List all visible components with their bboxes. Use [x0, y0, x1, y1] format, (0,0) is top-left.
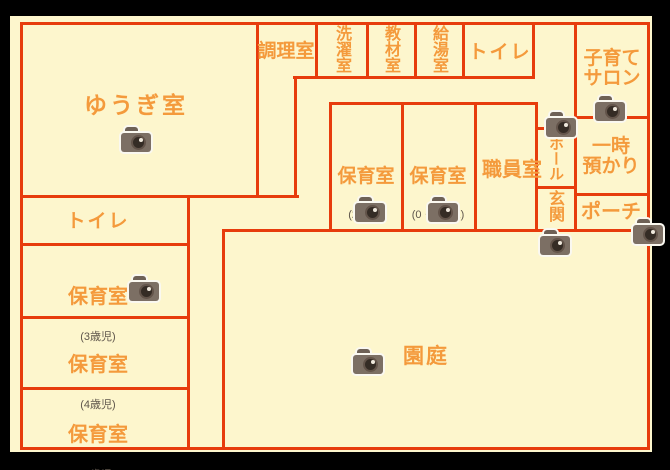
wall-segment	[222, 229, 225, 450]
wall-segment	[20, 387, 190, 390]
wall-segment	[574, 193, 650, 196]
wall-segment	[187, 195, 190, 450]
camera-hump	[357, 349, 370, 359]
camera-hump	[125, 127, 138, 137]
room-name: 保育室	[68, 286, 128, 308]
camera-glint	[446, 208, 450, 212]
camera-icon-genkan[interactable]	[540, 230, 570, 255]
camera-glint	[139, 138, 143, 142]
camera-hump	[359, 197, 372, 207]
camera-icon-kosodate-salon[interactable]	[595, 96, 625, 121]
camera-lens-inner	[645, 229, 656, 240]
camera-hump	[544, 230, 557, 240]
room-name: 保育室	[409, 165, 467, 187]
camera-lens-inner	[607, 106, 618, 117]
camera-glint	[564, 123, 568, 127]
room-age-group: (4歳児)	[80, 399, 116, 411]
room-label-hoiku-5: 保育室 (5歳児)	[38, 404, 158, 470]
camera-lens-inner	[552, 240, 563, 251]
camera-icon-yugi[interactable]	[121, 127, 151, 152]
room-name: 保育室	[337, 165, 395, 187]
wall-segment	[20, 316, 190, 319]
room-label-entei: 園庭	[403, 345, 449, 368]
camera-hump	[637, 219, 650, 229]
room-age-group: (3歳児)	[80, 331, 116, 343]
wall-segment	[535, 102, 538, 232]
wall-segment	[20, 447, 650, 450]
wall-segment	[20, 22, 23, 450]
wall-segment	[366, 22, 369, 79]
camera-hump	[133, 276, 146, 286]
wall-segment	[414, 22, 417, 79]
wall-segment	[294, 76, 297, 198]
room-label-kyuto: 給湯室	[430, 25, 447, 73]
room-label-hoiku-01: 保育室 (0・1歳児)	[403, 147, 473, 241]
room-label-chori: 調理室	[257, 41, 315, 62]
camera-hump	[432, 197, 445, 207]
wall-segment	[20, 195, 299, 198]
wall-segment	[532, 22, 535, 79]
room-name: 保育室	[68, 354, 128, 376]
wall-segment	[20, 243, 190, 246]
camera-glint	[147, 287, 151, 291]
wall-segment	[474, 102, 477, 232]
room-label-toilet-left: トイレ	[66, 211, 130, 232]
room-label-kosodate-salon: 子育て サロン	[583, 48, 641, 89]
camera-glint	[651, 230, 655, 234]
wall-segment	[535, 186, 577, 189]
wall-segment	[329, 102, 538, 105]
camera-icon-hoiku-01[interactable]	[428, 197, 458, 222]
wall-segment	[256, 22, 259, 198]
room-label-kyozai: 教材室	[382, 25, 399, 73]
camera-icon-hoiku-3[interactable]	[129, 276, 159, 301]
camera-lens-inner	[367, 207, 378, 218]
wall-segment	[315, 22, 318, 79]
room-label-shokuin: 職員室	[482, 159, 542, 181]
room-label-hoiku-4: 保育室 (4歳児)	[38, 334, 158, 433]
camera-hump	[550, 112, 563, 122]
wall-segment	[329, 102, 332, 232]
room-label-hoiku-2: 保育室 (2歳児)	[331, 147, 401, 241]
wall-segment	[462, 22, 465, 79]
camera-lens-inner	[141, 286, 152, 297]
camera-glint	[558, 241, 562, 245]
camera-glint	[371, 360, 375, 364]
room-label-genkan: 玄関	[546, 190, 563, 222]
room-label-yugi: ゆうぎ室	[84, 92, 188, 118]
camera-icon-porch[interactable]	[633, 219, 663, 244]
camera-lens-inner	[133, 137, 144, 148]
camera-glint	[613, 107, 617, 111]
camera-hump	[599, 96, 612, 106]
room-label-porch: ポーチ	[581, 201, 641, 223]
camera-lens-inner	[440, 207, 451, 218]
camera-lens-inner	[365, 359, 376, 370]
room-name: 保育室	[68, 424, 128, 446]
camera-icon-entei[interactable]	[353, 349, 383, 374]
wall-segment	[401, 102, 404, 232]
room-label-hall: ホール	[547, 136, 564, 181]
camera-glint	[373, 208, 377, 212]
camera-icon-hall[interactable]	[546, 112, 576, 137]
wall-segment	[20, 22, 650, 25]
wall-segment	[293, 76, 535, 79]
room-label-hoiku-3: 保育室 (3歳児)	[38, 266, 158, 365]
camera-lens-inner	[558, 122, 569, 133]
room-label-ichiji-azukari: 一時 預かり	[582, 136, 640, 177]
room-label-toilet-top: トイレ	[468, 42, 532, 63]
room-label-sentaku: 洗濯室	[333, 25, 350, 73]
camera-icon-hoiku-2[interactable]	[355, 197, 385, 222]
wall-segment	[222, 229, 650, 232]
